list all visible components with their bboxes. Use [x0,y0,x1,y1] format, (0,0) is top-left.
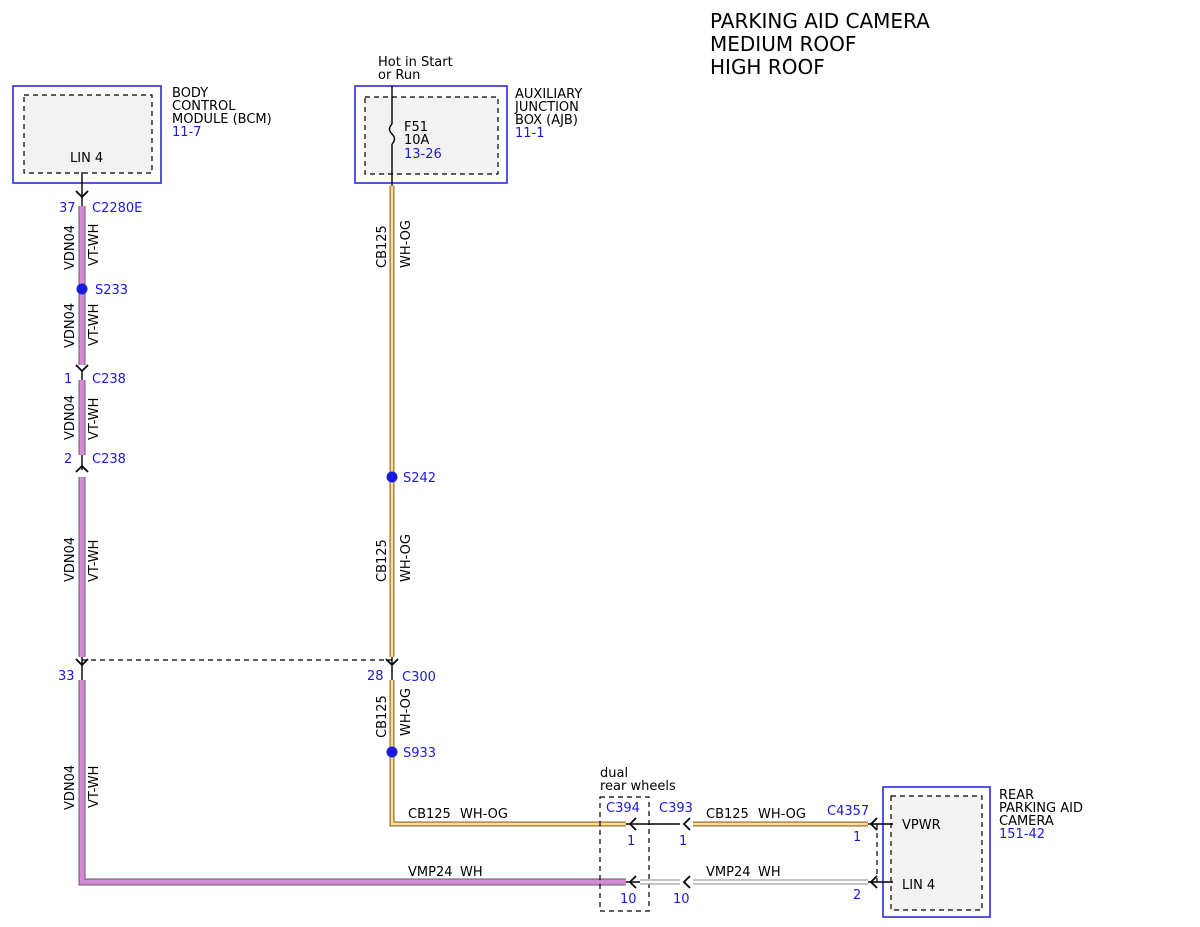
vdn04-label-1: VDN04 [63,225,78,270]
c394-pin1-number[interactable]: 1 [627,834,635,849]
cb125-color-h2: WH-OG [758,807,806,822]
cb125-label-2: CB125 [375,539,390,582]
cb125-color-h1: WH-OG [460,807,508,822]
cb125-color-3: WH-OG [399,688,414,736]
camera-inner-area [890,795,983,911]
camera-name-line-1: REAR [999,788,1034,803]
bcm-name-line-3: MODULE (BCM) [172,112,272,127]
vdn04-label-2: VDN04 [63,303,78,348]
cb125-color-1: WH-OG [399,220,414,268]
power-note-line-1: Hot in Start [378,55,453,70]
fuse-rating: 10A [404,133,430,148]
c394-name[interactable]: C394 [606,801,640,816]
s933-label[interactable]: S933 [403,746,436,761]
vmp24-color-h1: WH [460,865,483,880]
c4357-pin2-number[interactable]: 2 [853,888,861,903]
s242-label[interactable]: S242 [403,471,436,486]
vdn04-label-5: VDN04 [63,765,78,810]
c238-top-name[interactable]: C238 [92,372,126,387]
camera-name-line-3: CAMERA [999,814,1054,829]
bcm-inner-area [23,94,153,174]
c300-pin28-number[interactable]: 28 [367,669,384,684]
vdn04-label-4: VDN04 [63,537,78,582]
option-note-line-2: rear wheels [600,779,676,794]
c238-pin2-number[interactable]: 2 [64,452,72,467]
c393-pin10-number[interactable]: 10 [673,892,690,907]
bcm-name-line-2: CONTROL [172,99,236,114]
c300-pin33-number[interactable]: 33 [58,669,75,684]
c300-name[interactable]: C300 [402,670,436,685]
c2280e-name[interactable]: C2280E [92,201,142,216]
title-line-2: MEDIUM ROOF [710,32,856,56]
s233-splice-dot[interactable] [76,283,88,295]
ajb-ref[interactable]: 11-1 [515,126,545,141]
vmp24-color-h2: WH [758,865,781,880]
c4357-pin1-number[interactable]: 1 [853,830,861,845]
fuse-ref[interactable]: 13-26 [404,147,442,162]
c393-pin10-icon [682,875,691,889]
s933-splice-dot[interactable] [386,746,398,758]
c393-name[interactable]: C393 [659,801,693,816]
vmp24-label-h2: VMP24 [706,865,751,880]
bcm-pin-label: LIN 4 [70,151,103,166]
ajb-name-line-3: BOX (AJB) [515,113,578,128]
vdn04-label-3: VDN04 [63,395,78,440]
option-note-line-1: dual [600,766,628,781]
c238-pin2-icon [75,464,89,473]
fuse-name: F51 [404,120,428,135]
camera-ref[interactable]: 151-42 [999,827,1045,842]
vmp24-label-h1: VMP24 [408,865,453,880]
c394-pin10-number[interactable]: 10 [620,892,637,907]
cb125-color-2: WH-OG [399,534,414,582]
c238-pin1-number[interactable]: 1 [64,372,72,387]
vdn04-color-1: VT-WH [87,224,102,266]
c238-bottom-name[interactable]: C238 [92,452,126,467]
camera-pin1-label: VPWR [902,818,941,833]
fuse-icon [388,123,396,145]
power-note-line-2: or Run [378,68,420,83]
c2280e-pin-number[interactable]: 37 [59,201,76,216]
c238-pin1-icon [75,364,89,373]
vdn04-color-2: VT-WH [87,304,102,346]
cb125-label-3: CB125 [375,695,390,738]
c4357-name[interactable]: C4357 [827,804,869,819]
wire-vdn04[interactable] [78,206,626,886]
title-line-1: PARKING AID CAMERA [710,9,930,33]
cb125-label-h2: CB125 [706,807,749,822]
vdn04-color-5: VT-WH [87,766,102,808]
bcm-name-line-1: BODY [172,86,208,101]
s242-splice-dot[interactable] [386,471,398,483]
wire-cb125[interactable] [389,186,626,827]
ajb-inner-area [364,96,499,175]
cb125-label-1: CB125 [375,225,390,268]
vdn04-color-4: VT-WH [87,540,102,582]
bcm-ref[interactable]: 11-7 [172,125,202,140]
ajb-name-line-2: JUNCTION [514,100,579,115]
c393-pin1-icon [682,817,691,831]
title-line-3: HIGH ROOF [710,55,825,79]
camera-name-line-2: PARKING AID [999,801,1083,816]
c393-pin1-number[interactable]: 1 [679,834,687,849]
vdn04-color-3: VT-WH [87,398,102,440]
camera-pin2-label: LIN 4 [902,878,935,893]
s233-label[interactable]: S233 [95,283,128,298]
ajb-name-line-1: AUXILIARY [515,87,582,102]
cb125-label-h1: CB125 [408,807,451,822]
